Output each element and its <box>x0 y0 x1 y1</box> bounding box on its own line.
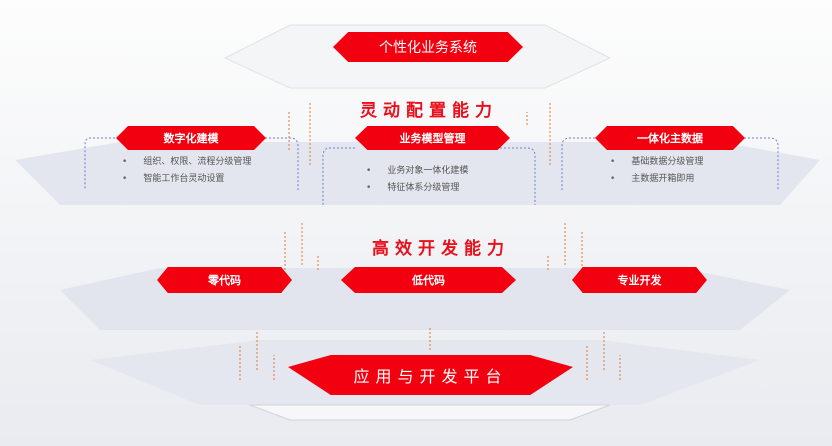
list-item: 基础数据分级管理 <box>610 154 703 171</box>
master-data-list: 基础数据分级管理 主数据开箱即用 <box>610 154 703 188</box>
master-data-tag: 一体化主数据 <box>595 126 745 150</box>
zero-code-tag: 零代码 <box>157 267 292 293</box>
list-item: 业务对象一体化建模 <box>366 163 468 180</box>
list-item: 主数据开箱即用 <box>610 171 703 188</box>
business-model-list: 业务对象一体化建模 特征体系分级管理 <box>366 163 468 197</box>
digital-modeling-tag: 数字化建模 <box>116 126 266 150</box>
list-item: 组织、权限、流程分级管理 <box>122 154 251 171</box>
list-item: 特征体系分级管理 <box>366 180 468 197</box>
app-dev-platform-banner: 应用与开发平台 <box>288 355 573 395</box>
personalized-business-system-banner: 个性化业务系统 <box>333 32 523 62</box>
flexible-config-title: 灵动配置能力 <box>360 101 498 121</box>
pro-dev-tag: 专业开发 <box>572 267 707 293</box>
digital-modeling-list: 组织、权限、流程分级管理 智能工作台灵动设置 <box>122 154 251 188</box>
business-model-tag: 业务模型管理 <box>355 126 510 150</box>
efficient-dev-title: 高效开发能力 <box>372 239 510 259</box>
list-item: 智能工作台灵动设置 <box>122 171 251 188</box>
low-code-tag: 低代码 <box>341 267 516 293</box>
